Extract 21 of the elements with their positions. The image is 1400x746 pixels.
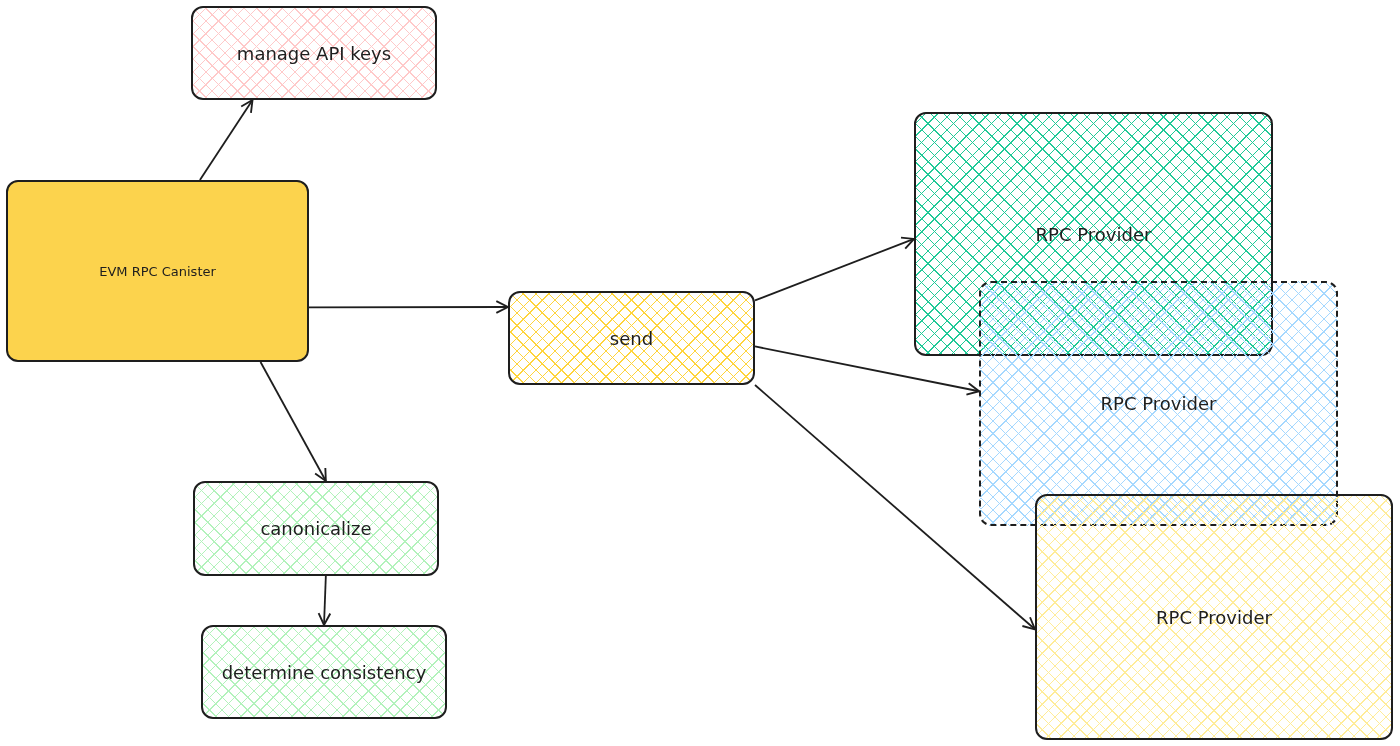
node-label: canonicalize: [260, 518, 372, 539]
node-label: EVM RPC Canister: [99, 263, 216, 279]
arrow: [199, 99, 254, 181]
node-label: RPC Provider: [1156, 606, 1272, 628]
arrow: [317, 575, 332, 626]
node-label: RPC Provider: [1100, 393, 1217, 414]
hatched-box: [193, 481, 439, 576]
hatched-box: [1035, 494, 1393, 740]
arrow: [308, 300, 509, 314]
hatched-box: [191, 6, 437, 100]
hatched-box: [914, 112, 1273, 356]
arrow: [754, 345, 980, 396]
arrow: [259, 361, 327, 482]
node-label: determine consistency: [221, 661, 427, 683]
process-box: [6, 180, 309, 362]
hatched-box: [201, 625, 447, 719]
arrow: [754, 384, 1036, 631]
hatched-box: [979, 281, 1338, 526]
arrow: [754, 236, 915, 302]
hatched-box: [508, 291, 755, 385]
node-label: manage API keys: [236, 42, 392, 64]
